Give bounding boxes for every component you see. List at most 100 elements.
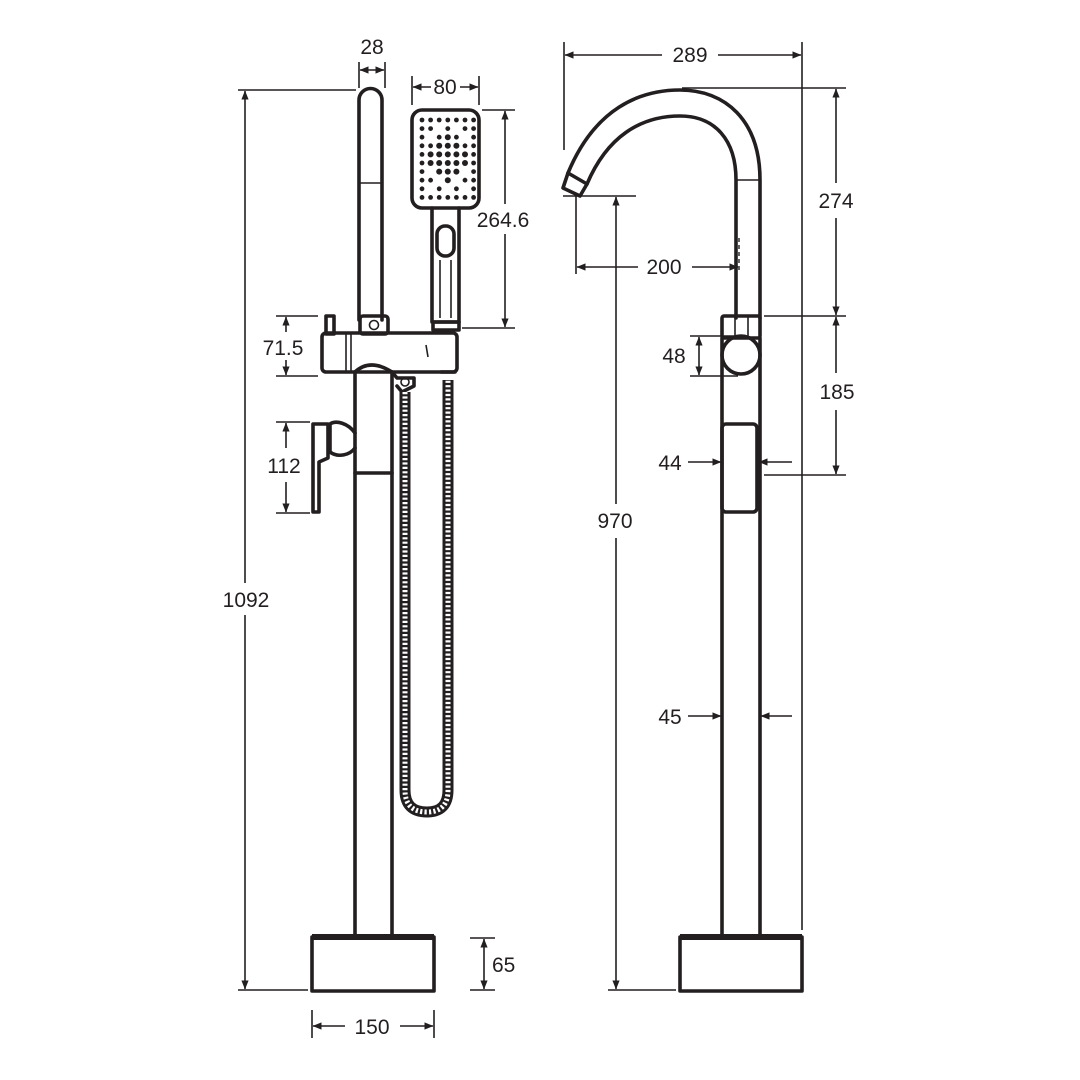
nozzle-dot [454,117,459,123]
nozzle-dot [428,117,433,123]
nozzle-dot [453,168,460,175]
label-65: 65 [492,954,515,977]
right-elevation-view: 289 274 200 970 [561,42,855,993]
riser-column [353,370,394,939]
outlet-body [320,331,459,394]
label-274: 274 [818,190,853,213]
label-45: 45 [658,706,681,729]
label-264-6: 264.6 [477,209,530,232]
nozzle-dot [419,186,425,192]
nozzle-dot [453,160,460,166]
dim-collar-height: 48 [662,335,738,377]
nozzle-dot [419,134,425,140]
nozzle-dot [471,152,476,157]
nozzle-dot [462,151,468,158]
nozzle-dot [471,160,476,166]
label-1092: 1092 [223,589,270,612]
dim-base-width: 150 [311,1010,435,1039]
nozzle-dot [436,117,442,123]
nozzle-dot [419,195,425,200]
nozzle-dot [453,151,460,158]
nozzle-dot [454,134,459,140]
nozzle-dot [436,186,442,192]
left-elevation-view: 28 80 264.6 71.5 [223,36,530,1039]
nozzle-dot [419,177,425,183]
dim-outlet-body-height: 71.5 [263,315,318,377]
shower-hose [399,370,457,818]
label-970: 970 [597,510,632,533]
nozzle-dot [436,195,442,200]
dim-outlet-height: 970 [563,195,676,991]
hand-shower-head [410,108,481,332]
label-289: 289 [672,44,707,67]
nozzle-dot [462,160,468,166]
nozzle-dot [419,160,425,166]
nozzle-dot [436,160,443,166]
label-185: 185 [819,381,854,404]
dim-handpiece-width: 28 [358,36,386,88]
nozzle-dot [419,117,425,123]
nozzle-dot [454,195,459,200]
nozzle-dot [453,142,460,149]
nozzle-dot [436,142,443,149]
nozzle-dot [436,134,442,140]
spout-column [720,336,762,939]
nozzle-dot [462,143,468,149]
floor-base [310,934,436,993]
dim-button-width: 44 [658,452,792,475]
label-44: 44 [658,452,682,475]
nozzle-dot [444,177,451,184]
nozzle-dot [444,168,451,175]
nozzle-dot [427,151,434,158]
label-150: 150 [354,1016,389,1039]
label-80: 80 [433,76,456,99]
mixer-lever [311,420,357,514]
label-200: 200 [646,256,681,279]
hand-shower-holder [357,86,390,336]
nozzle-dot [445,195,451,200]
nozzle-dot [428,177,433,183]
dim-spout-height: 274 [682,87,854,317]
nozzle-dot [444,151,451,158]
nozzle-dot [419,126,425,131]
nozzle-dot [428,143,433,149]
spout-floor-base [678,934,804,993]
dim-total-height: 1092 [223,89,356,991]
nozzle-dot [471,117,476,123]
nozzle-dot [428,126,433,131]
nozzle-dot [462,117,468,123]
nozzle-dot [436,168,443,175]
nozzle-dot [444,134,451,141]
nozzle-dot [471,195,476,200]
dim-head-height: 264.6 [462,109,530,329]
nozzle-dot [444,160,451,166]
label-112: 112 [267,455,300,478]
label-71-5: 71.5 [263,337,304,360]
nozzle-dot [419,152,425,157]
dim-spout-inner-reach: 200 [575,196,739,279]
label-28: 28 [360,36,383,59]
nozzle-dot [428,195,433,200]
dim-head-width: 80 [411,76,480,105]
nozzle-dot [471,169,476,175]
nozzle-dot [471,186,476,192]
nozzle-dot [471,143,476,149]
nozzle-dot [462,126,468,131]
collar [720,314,762,376]
nozzle-dot [427,160,434,166]
gooseneck-spout [561,88,762,320]
nozzle-dot [454,186,459,192]
dim-lever-height: 112 [267,421,310,514]
dim-base-height: 65 [470,937,515,991]
nozzle-dot [462,195,468,200]
nozzle-dot [471,134,476,140]
nozzle-dot [445,117,451,123]
nozzle-dot [419,169,425,175]
nozzle-dot [444,142,451,149]
dim-spout-reach: 289 [563,42,803,930]
dim-column-diameter: 45 [658,706,792,729]
nozzle-dot [471,126,476,131]
dim-upper-section: 185 [764,316,855,476]
